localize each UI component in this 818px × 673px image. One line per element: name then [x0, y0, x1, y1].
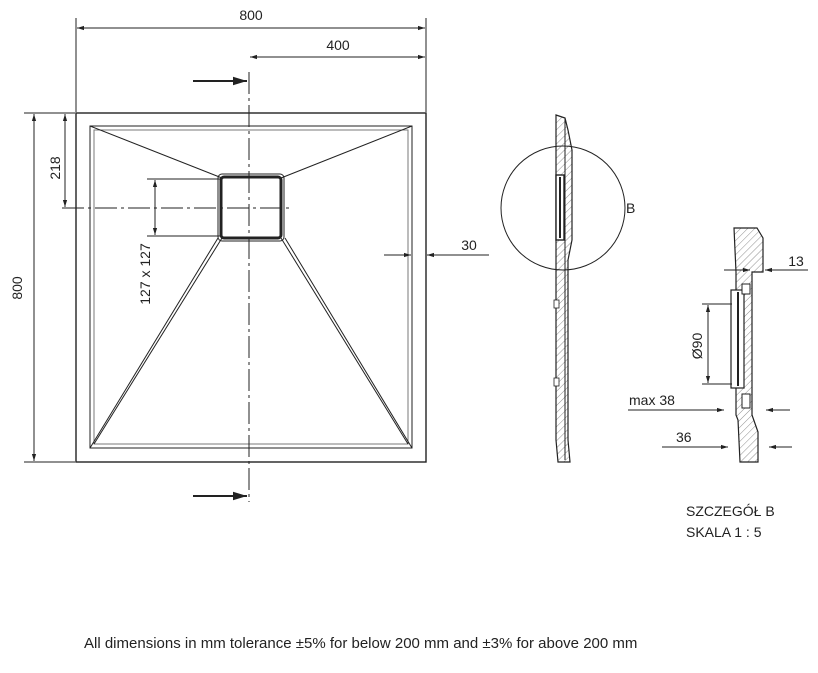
slope-lines [89, 125, 413, 449]
dim-drain-offset: 218 [47, 156, 63, 180]
tray-inner-border [89, 125, 413, 449]
dim-width-total: 800 [239, 7, 263, 23]
dim-max-depth: max 38 [629, 392, 675, 408]
dim-depth-36: 36 [676, 429, 692, 445]
detail-circle-b [500, 145, 626, 271]
dim-height-total: 800 [9, 276, 25, 300]
dim-border: 30 [461, 237, 477, 253]
detail-marker: B [626, 200, 635, 216]
dim-width-half: 400 [326, 37, 350, 53]
dim-edge-13: 13 [788, 253, 804, 269]
dim-drain-diameter: Ø90 [689, 333, 705, 360]
detail-b: 13 Ø90 max 38 36 SZCZEGÓŁ B SKALA 1 : 5 [628, 227, 808, 540]
detail-title: SZCZEGÓŁ B [686, 503, 775, 519]
tolerance-note: All dimensions in mm tolerance ±5% for b… [84, 635, 637, 652]
detail-scale: SKALA 1 : 5 [686, 524, 762, 540]
dim-drain-size: 127 x 127 [137, 243, 153, 305]
tray-outline [75, 112, 427, 463]
plan-view: 800 400 800 218 127 x 127 30 [9, 7, 489, 502]
section-view: B [500, 114, 635, 463]
